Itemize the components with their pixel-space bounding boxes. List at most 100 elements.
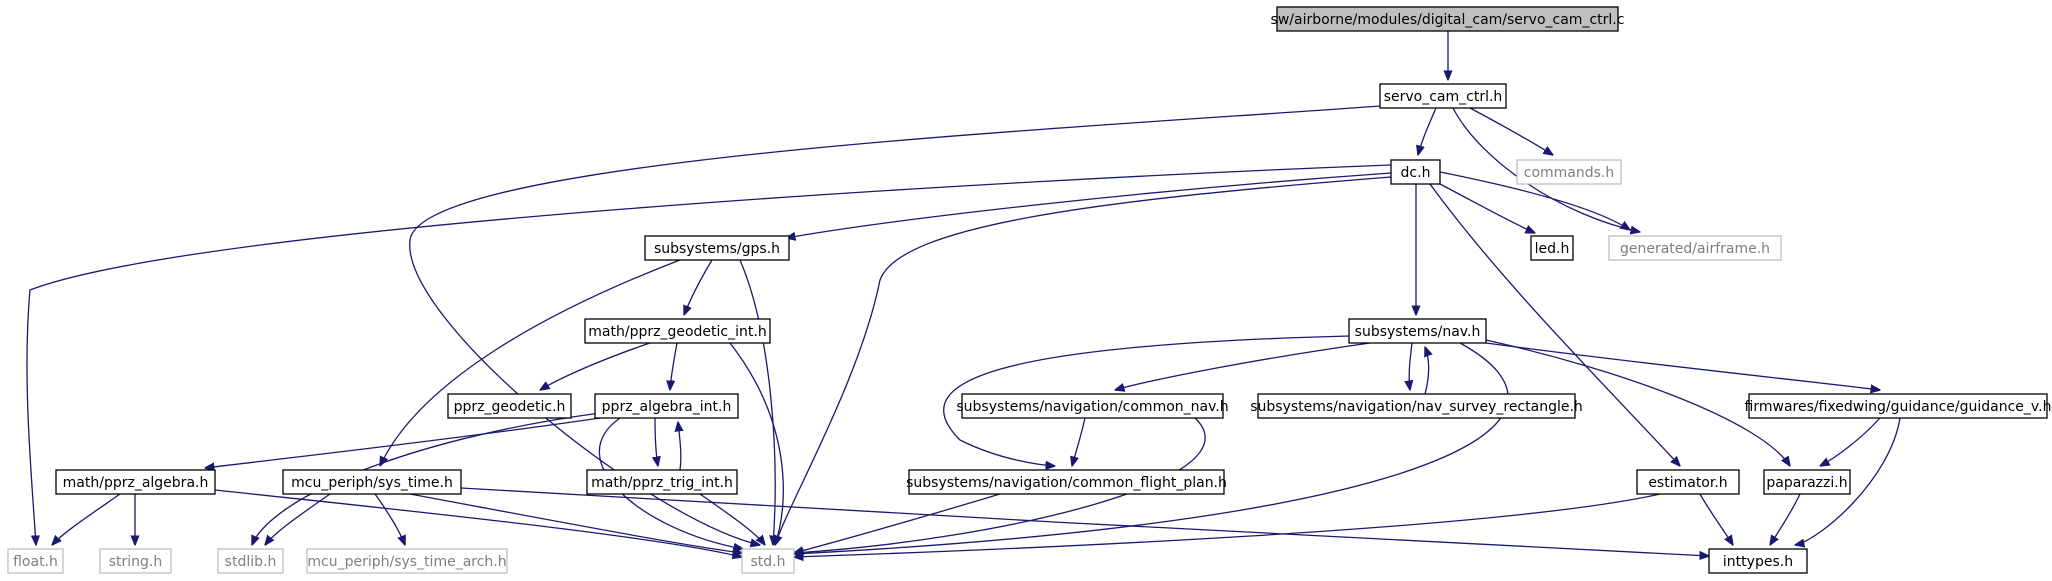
edge-nav-to-std xyxy=(794,342,1509,554)
node-commands: commands.h xyxy=(1516,159,1622,185)
node-label: subsystems/navigation/nav_survey_rectang… xyxy=(1250,399,1583,415)
node-sys_time_arch: mcu_periph/sys_time_arch.h xyxy=(306,548,508,574)
node-survey[interactable]: subsystems/navigation/nav_survey_rectang… xyxy=(1250,393,1583,419)
node-box xyxy=(1390,159,1441,185)
node-label: pprz_geodetic.h xyxy=(454,399,566,415)
node-algebra[interactable]: math/pprz_algebra.h xyxy=(55,469,216,495)
node-label: string.h xyxy=(109,554,163,570)
node-label: std.h xyxy=(751,554,786,570)
node-label: stdlib.h xyxy=(225,554,277,570)
node-guidance_v[interactable]: firmwares/fixedwing/guidance/guidance_v.… xyxy=(1745,393,2052,419)
edge-geodetic_int-to-geodetic xyxy=(540,342,651,390)
node-algebra_int[interactable]: pprz_algebra_int.h xyxy=(594,393,739,419)
edge-dc-to-std xyxy=(775,176,1392,545)
node-label: pprz_algebra_int.h xyxy=(602,399,732,415)
node-nav[interactable]: subsystems/nav.h xyxy=(1348,318,1487,344)
node-flight_plan[interactable]: subsystems/navigation/common_flight_plan… xyxy=(906,469,1227,495)
node-box xyxy=(1708,548,1808,574)
edge-algebra-to-float xyxy=(52,493,121,545)
edge-paparazzi-to-inttypes xyxy=(1770,493,1801,545)
edge-geodetic_int-to-algebra_int xyxy=(670,342,678,390)
edge-guidance_v-to-paparazzi xyxy=(1820,417,1881,466)
edge-survey-to-nav xyxy=(1425,347,1429,395)
node-geodetic_int[interactable]: math/pprz_geodetic_int.h xyxy=(584,318,771,344)
node-box xyxy=(1748,393,2048,419)
edge-sys_time-to-sys_time_arch xyxy=(374,493,405,545)
edge-guidance_v-to-inttypes xyxy=(1795,417,1901,545)
node-estimator[interactable]: estimator.h xyxy=(1636,469,1740,495)
edge-trig_int-to-std xyxy=(699,493,765,545)
edge-dc-to-led xyxy=(1439,183,1535,233)
node-box xyxy=(1276,6,1619,32)
node-box xyxy=(55,469,216,495)
node-box xyxy=(586,469,738,495)
node-label: mcu_periph/sys_time_arch.h xyxy=(307,554,506,570)
node-box xyxy=(306,548,508,574)
edge-sys_time-to-std xyxy=(409,493,742,553)
node-box xyxy=(961,393,1224,419)
node-label: sw/airborne/modules/digital_cam/servo_ca… xyxy=(1271,12,1625,28)
node-label: math/pprz_geodetic_int.h xyxy=(588,324,766,340)
edges-layer xyxy=(26,30,1901,557)
edge-gps-to-geodetic_int xyxy=(684,259,713,315)
node-gps[interactable]: subsystems/gps.h xyxy=(644,235,790,261)
node-box xyxy=(7,548,64,574)
node-label: subsystems/nav.h xyxy=(1355,324,1481,340)
node-inttypes[interactable]: inttypes.h xyxy=(1708,548,1808,574)
edge-nav-to-guidance_v xyxy=(1485,342,1880,390)
node-label: subsystems/gps.h xyxy=(654,241,780,257)
edge-servo_h-to-commands xyxy=(1469,107,1553,155)
edge-flight_plan-to-std xyxy=(794,493,1001,553)
node-box xyxy=(594,393,739,419)
edge-servo_h-to-std xyxy=(409,105,1381,545)
node-box xyxy=(99,548,172,574)
node-box xyxy=(741,548,795,574)
node-dc[interactable]: dc.h xyxy=(1390,159,1441,185)
node-box xyxy=(908,469,1225,495)
node-label: commands.h xyxy=(1524,165,1615,181)
node-trig_int[interactable]: math/pprz_trig_int.h xyxy=(586,469,738,495)
edge-nav-to-paparazzi xyxy=(1485,339,1790,466)
edge-algebra_int-to-algebra xyxy=(205,417,601,468)
node-label: inttypes.h xyxy=(1723,554,1793,570)
node-label: subsystems/navigation/common_flight_plan… xyxy=(906,475,1227,491)
node-label: math/pprz_trig_int.h xyxy=(591,475,733,491)
node-box xyxy=(1530,235,1574,261)
node-box xyxy=(1379,83,1507,109)
node-std: std.h xyxy=(741,548,795,574)
edge-algebra-to-std xyxy=(214,489,742,557)
edge-algebra_int-to-trig_int xyxy=(655,417,658,466)
node-box xyxy=(1516,159,1622,185)
node-label: mcu_periph/sys_time.h xyxy=(291,475,453,491)
node-sys_time[interactable]: mcu_periph/sys_time.h xyxy=(282,469,462,495)
edge-nav-to-survey xyxy=(1409,342,1412,390)
node-box xyxy=(644,235,790,261)
node-root[interactable]: sw/airborne/modules/digital_cam/servo_ca… xyxy=(1271,6,1625,32)
node-common_nav[interactable]: subsystems/navigation/common_nav.h xyxy=(956,393,1229,419)
node-box xyxy=(447,393,572,419)
node-box xyxy=(282,469,462,495)
edge-servo_h-to-dc xyxy=(1418,107,1437,155)
node-geodetic[interactable]: pprz_geodetic.h xyxy=(447,393,572,419)
edge-sys_time-to-stdlib xyxy=(265,493,331,545)
node-paparazzi[interactable]: paparazzi.h xyxy=(1763,469,1851,495)
node-airframe: generated/airframe.h xyxy=(1608,235,1782,261)
edge-common_nav-to-flight_plan xyxy=(1072,417,1086,466)
edge-trig_int-to-algebra_int xyxy=(678,422,681,471)
edge-dc-to-gps xyxy=(786,172,1392,238)
edge-dc-to-float xyxy=(26,164,1392,545)
node-box xyxy=(1636,469,1740,495)
nodes-layer: sw/airborne/modules/digital_cam/servo_ca… xyxy=(7,6,2052,574)
node-label: subsystems/navigation/common_nav.h xyxy=(956,399,1228,415)
node-string: string.h xyxy=(99,548,172,574)
node-led[interactable]: led.h xyxy=(1530,235,1574,261)
node-label: dc.h xyxy=(1401,165,1431,181)
node-box xyxy=(1763,469,1851,495)
edge-sys_time-to-inttypes xyxy=(460,487,1709,556)
node-label: float.h xyxy=(13,554,58,570)
edge-common_nav-to-std xyxy=(794,417,1206,553)
edge-nav-to-flight_plan xyxy=(943,335,1350,466)
node-servo_h[interactable]: servo_cam_ctrl.h xyxy=(1379,83,1507,109)
node-float: float.h xyxy=(7,548,64,574)
